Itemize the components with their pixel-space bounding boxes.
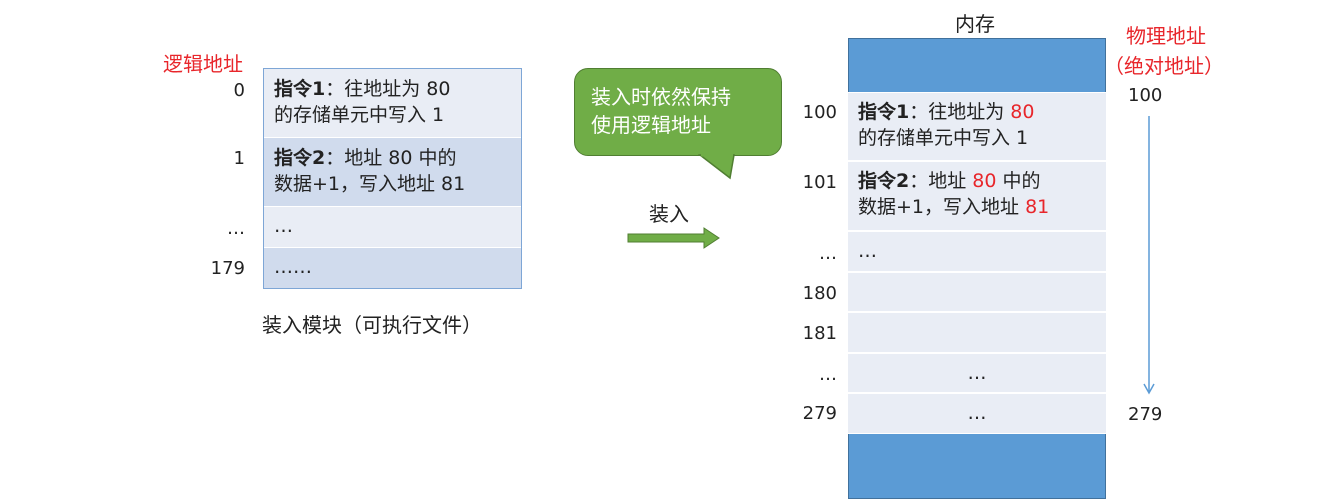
load-module-table: 指令1：往地址为 80 的存储单元中写入 1 指令2：地址 80 中的 数据+1… xyxy=(263,68,522,289)
instruction-2-label: 指令2 xyxy=(274,147,326,169)
physical-range-end: 279 xyxy=(1128,404,1163,425)
memory-row-180 xyxy=(848,272,1106,312)
logical-address-1: 1 xyxy=(233,148,245,169)
memory-row-ellipsis-1: … xyxy=(848,231,1106,272)
instruction-2-text-line1: ：地址 80 中的 xyxy=(325,147,457,169)
module-row-179: …… xyxy=(264,248,521,288)
absolute-address-note: （绝对地址） xyxy=(1104,54,1224,78)
instruction-1-text-line2: 的存储单元中写入 1 xyxy=(274,104,445,126)
memory-row-181 xyxy=(848,312,1106,353)
module-row-ellipsis: … xyxy=(264,207,521,248)
mem-instruction-2-text: ：地址 xyxy=(909,170,973,192)
load-module-caption: 装入模块（可执行文件） xyxy=(262,313,482,337)
mem-instruction-1-text: ：往地址为 xyxy=(909,101,1011,123)
callout-tail xyxy=(697,153,735,180)
physical-address-ellipsis-2: … xyxy=(819,364,837,385)
load-arrow xyxy=(627,227,720,249)
memory-row-100: 指令1：往地址为 80 的存储单元中写入 1 xyxy=(848,92,1106,161)
physical-address-100: 100 xyxy=(802,102,837,123)
physical-address-label: 物理地址 xyxy=(1126,24,1206,48)
instruction-1-text-line1: ：往地址为 80 xyxy=(325,78,451,100)
memory-row-101: 指令2：地址 80 中的 数据+1，写入地址 81 xyxy=(848,161,1106,231)
mem-instruction-1-addr: 80 xyxy=(1010,101,1035,123)
mem-instruction-2-label: 指令2 xyxy=(858,170,910,192)
physical-address-101: 101 xyxy=(802,172,837,193)
module-row-instruction-1: 指令1：往地址为 80 的存储单元中写入 1 xyxy=(264,69,521,138)
module-row-instruction-2: 指令2：地址 80 中的 数据+1，写入地址 81 xyxy=(264,138,521,207)
physical-address-181: 181 xyxy=(802,323,837,344)
instruction-1-label: 指令1 xyxy=(274,78,326,100)
callout-text-line2: 使用逻辑地址 xyxy=(591,113,711,137)
callout-text-line1: 装入时依然保持 xyxy=(591,85,731,109)
logical-address-179: 179 xyxy=(210,258,245,279)
mem-instruction-2-addr: 80 xyxy=(972,170,997,192)
mem-instruction-2-line2: 数据+1，写入地址 xyxy=(858,196,1026,218)
callout-bubble: 装入时依然保持 使用逻辑地址 xyxy=(574,68,782,156)
physical-address-279: 279 xyxy=(802,403,837,424)
logical-address-ellipsis: … xyxy=(227,218,245,239)
memory-row-279: … xyxy=(848,393,1106,434)
physical-address-180: 180 xyxy=(802,283,837,304)
logical-address-0: 0 xyxy=(233,80,245,101)
physical-address-ellipsis-1: … xyxy=(819,243,837,264)
physical-range-start: 100 xyxy=(1128,85,1163,106)
mem-instruction-2-target: 81 xyxy=(1025,196,1050,218)
mem-instruction-2-text-end: 中的 xyxy=(996,170,1041,192)
physical-range-arrow xyxy=(1143,116,1155,395)
memory-title: 内存 xyxy=(955,12,995,36)
mem-instruction-1-label: 指令1 xyxy=(858,101,910,123)
logical-address-label: 逻辑地址 xyxy=(163,52,243,76)
mem-instruction-1-line2: 的存储单元中写入 1 xyxy=(858,127,1029,149)
load-arrow-label: 装入 xyxy=(649,202,689,226)
memory-row-ellipsis-2: … xyxy=(848,353,1106,393)
instruction-2-text-line2: 数据+1，写入地址 81 xyxy=(274,173,466,195)
